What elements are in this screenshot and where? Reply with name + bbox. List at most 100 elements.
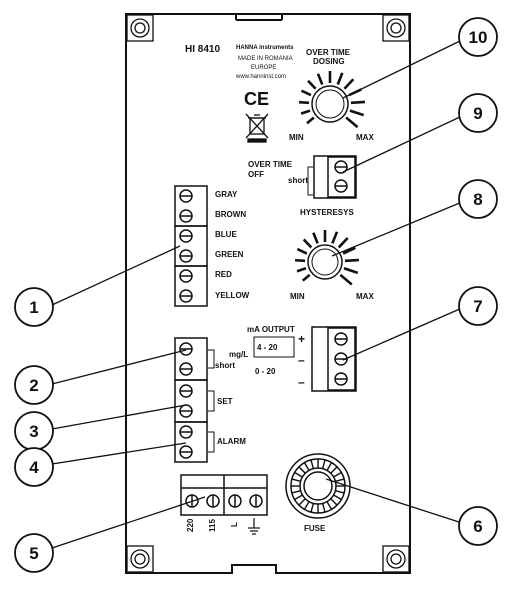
ce-mark: CE — [244, 89, 269, 109]
panel-frame — [125, 13, 411, 574]
hysteresis-knob[interactable] — [307, 244, 343, 280]
corner-screw-top-left — [126, 14, 154, 42]
callout-7: 7 — [458, 286, 498, 326]
set-bracket — [208, 390, 215, 412]
hysteresis-scale-tick — [339, 273, 353, 286]
left-terminal-block[interactable] — [174, 337, 208, 463]
hysteresis-scale-tick — [294, 258, 306, 263]
fuse-knurl-rib — [335, 478, 345, 483]
short-label-top: short — [288, 176, 308, 185]
fuse-knurl-rib — [330, 498, 338, 506]
callout-8: 8 — [458, 179, 498, 219]
ma-range-0-20: 0 - 20 — [255, 367, 276, 376]
dosing-title: DOSING — [313, 57, 345, 66]
hysteresis-knob-inner — [311, 248, 339, 276]
ma-minus-sign-2: – — [298, 375, 305, 389]
overtime-off-label-1: OVER TIME — [248, 160, 293, 169]
made-in-label: MADE IN ROMANIA — [238, 56, 293, 62]
callout-leaders — [51, 39, 463, 549]
wire-terminal-block[interactable] — [174, 185, 208, 307]
ma-output-title: mA OUTPUT — [247, 325, 295, 334]
region-label: EUROPE — [251, 65, 276, 71]
fuse-knurl-rib — [333, 471, 342, 478]
alarm-bracket — [208, 431, 215, 453]
fuse-knurl-rib — [321, 503, 326, 513]
fuse-knurl-rib — [298, 466, 306, 474]
power-115-label: 115 — [208, 519, 217, 532]
overtime-scale-tick — [300, 109, 311, 115]
svg-text:1: 1 — [29, 298, 38, 317]
wire-labels: GRAY BROWN BLUE GREEN RED YELLOW — [215, 190, 250, 300]
callout-3: 3 — [14, 411, 54, 451]
overtime-scale-tick — [336, 72, 344, 85]
hysteresis-scale-tick — [342, 246, 356, 255]
power-220-label: 220 — [186, 518, 195, 532]
crossed-bin-icon — [245, 113, 269, 143]
svg-text:5: 5 — [29, 544, 38, 563]
svg-text:2: 2 — [29, 376, 38, 395]
ma-output-terminal[interactable] — [311, 326, 357, 392]
overtime-short-terminal[interactable] — [313, 155, 357, 199]
fuse-knurl-rib — [330, 466, 338, 474]
overtime-scale-tick — [316, 73, 324, 85]
overtime-scale-tick — [300, 89, 312, 97]
fuse-knurl-rib — [294, 494, 303, 501]
ma-plus-sign: + — [298, 332, 305, 346]
wire-label-yellow: YELLOW — [215, 291, 250, 300]
fuse-knurl-rib — [291, 478, 301, 483]
fuse-knurl-rib — [303, 462, 310, 471]
corner-screw-top-right — [382, 14, 410, 42]
overtime-off-label-2: OFF — [248, 170, 264, 179]
mgl-label: mg/L — [229, 350, 248, 359]
short-bracket — [307, 166, 313, 196]
svg-text:8: 8 — [473, 190, 482, 209]
fuse-label: FUSE — [304, 524, 326, 533]
overtime-scale-tick — [349, 109, 365, 117]
callout-2: 2 — [14, 365, 54, 405]
svg-text:10: 10 — [469, 28, 488, 47]
hysteresis-knob-scale — [294, 230, 360, 286]
overtime-knob-inner — [315, 89, 345, 119]
fuse-knurl-rib — [335, 489, 345, 494]
overtime-max-label: MAX — [356, 133, 374, 142]
callout-4: 4 — [14, 447, 54, 487]
svg-text:7: 7 — [473, 297, 482, 316]
callout-10: 10 — [458, 17, 498, 57]
fuse-knurl-rib — [333, 494, 342, 501]
ma-minus-sign-1: – — [298, 353, 305, 367]
brand-label: HANNA instruments — [236, 45, 294, 51]
hysteresis-scale-tick — [343, 267, 359, 275]
wire-label-red: RED — [215, 270, 232, 279]
wire-label-gray: GRAY — [215, 190, 238, 199]
overtime-scale-tick — [345, 116, 359, 129]
website-label: www.hanninst.com — [235, 74, 286, 80]
fuse-knurl — [291, 459, 345, 513]
hysteresis-scale-tick — [312, 232, 319, 244]
overtime-scale-tick — [350, 100, 366, 105]
callout-1: 1 — [14, 287, 54, 327]
wire-label-blue: BLUE — [215, 230, 237, 239]
wire-label-brown: BROWN — [215, 210, 246, 219]
ma-range-box — [253, 336, 295, 358]
fuse-knurl-rib — [298, 498, 306, 506]
power-line-label: L — [230, 522, 239, 527]
fuse-knurl-rib — [321, 459, 326, 469]
hysteresis-scale-tick — [331, 231, 339, 244]
fuse-knurl-rib — [294, 471, 303, 478]
corner-screw-bottom-left — [126, 545, 154, 573]
set-label: SET — [217, 397, 233, 406]
overtime-knob[interactable] — [311, 85, 349, 123]
overtime-title: OVER TIME — [306, 48, 351, 57]
hysteresis-scale-tick — [296, 267, 307, 273]
wire-label-green: GREEN — [215, 250, 244, 259]
fuse-knurl-rib — [310, 503, 315, 513]
power-terminal-block[interactable] — [180, 474, 268, 516]
svg-text:6: 6 — [473, 517, 482, 536]
hysteresis-scale-tick — [296, 247, 308, 255]
svg-text:3: 3 — [29, 422, 38, 441]
hysteresis-label: HYSTERESYS — [300, 208, 354, 217]
hysteresis-scale-tick — [344, 258, 360, 263]
overtime-scale-tick — [343, 78, 355, 90]
alarm-label: ALARM — [217, 437, 246, 446]
